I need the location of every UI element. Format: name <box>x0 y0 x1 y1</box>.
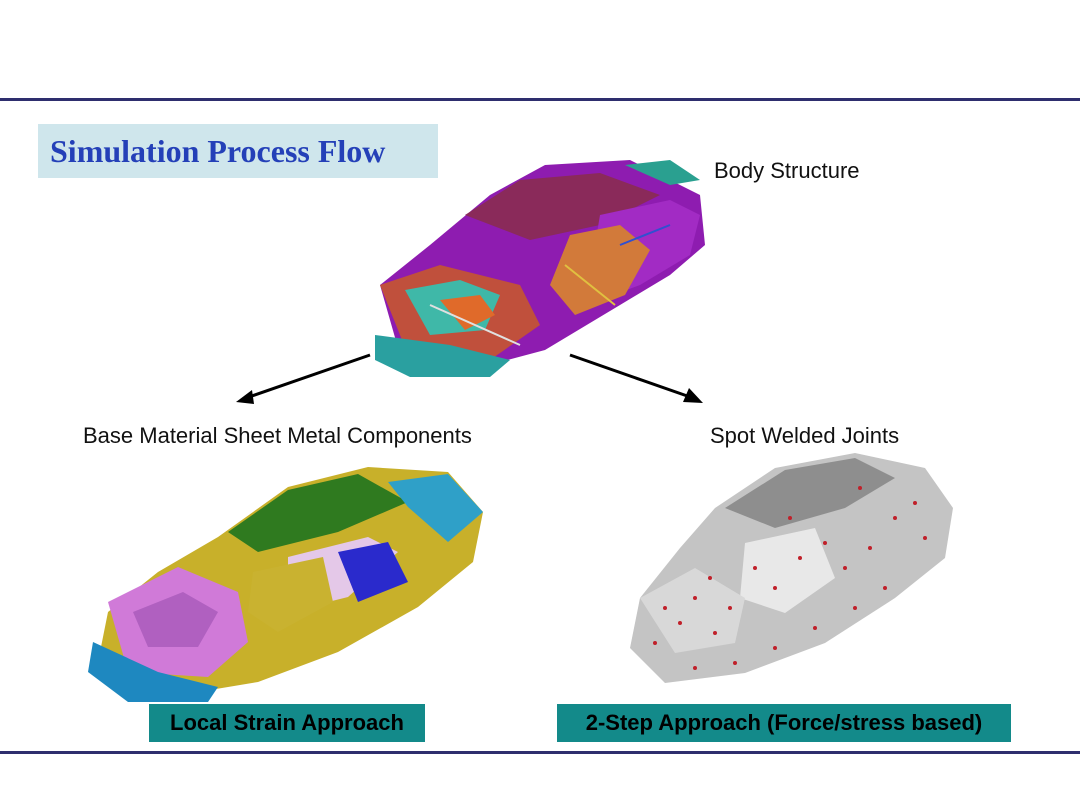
body-structure-label: Body Structure <box>714 158 860 183</box>
page-title: Simulation Process Flow <box>50 132 386 169</box>
spot-welded-joints-image <box>630 453 953 683</box>
base-material-label: Base Material Sheet Metal Components <box>83 423 472 448</box>
spot-welded-label: Spot Welded Joints <box>710 423 900 448</box>
title-box: Simulation Process Flow <box>38 124 438 178</box>
sheet-metal-components-image <box>88 467 483 702</box>
two-step-approach-tag: 2-Step Approach (Force/stress based) <box>557 704 1011 742</box>
arrow-left <box>236 353 371 404</box>
arrow-right <box>569 353 703 403</box>
local-strain-approach-tag: Local Strain Approach <box>149 704 425 742</box>
body-structure-image <box>375 160 705 377</box>
top-rule <box>0 98 1080 101</box>
bottom-rule <box>0 751 1080 754</box>
